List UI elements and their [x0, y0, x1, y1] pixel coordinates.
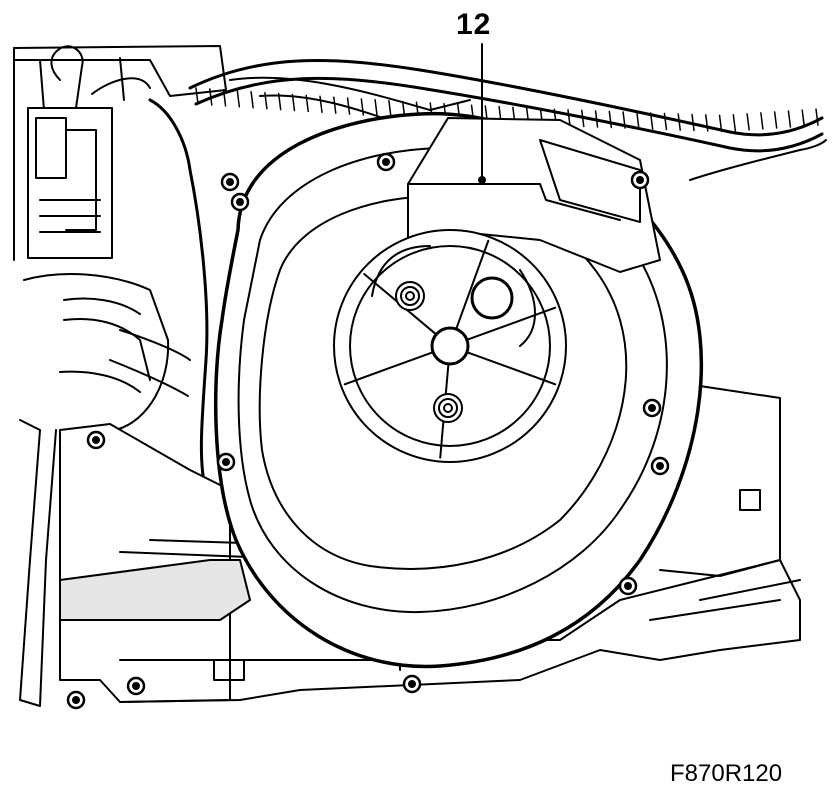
harness-rib: [608, 110, 613, 129]
harness-rib: [801, 109, 805, 127]
harness-rib: [333, 96, 337, 114]
electrical-connector: [27, 45, 151, 259]
callout-leader: [478, 43, 486, 184]
wiring-harness: [188, 59, 827, 181]
harness-rib: [222, 89, 227, 107]
harness-rib: [264, 91, 268, 110]
harness-rib: [305, 94, 309, 113]
screw-head: [132, 682, 140, 690]
harness-rib: [649, 112, 654, 130]
harness-rib: [594, 110, 599, 128]
harness-rib: [663, 112, 668, 131]
screw-head: [226, 178, 234, 186]
harness-rib: [705, 114, 709, 132]
harness-rib: [236, 90, 241, 108]
harness-rib: [250, 91, 254, 109]
fan-spoke: [465, 306, 557, 341]
harness-rib: [787, 110, 792, 128]
fan-spoke: [343, 351, 435, 386]
harness-rib: [209, 88, 213, 106]
screw-head: [236, 198, 244, 206]
harness-rib: [346, 97, 351, 115]
harness-rib: [319, 95, 323, 114]
harness-rib: [773, 111, 778, 129]
fan-wheel: [333, 229, 567, 463]
screw-head: [222, 458, 230, 466]
fan-spoke: [455, 239, 490, 331]
harness-rib: [760, 112, 764, 130]
screw-head: [624, 582, 632, 590]
harness-rib: [746, 113, 750, 131]
screw-head: [382, 158, 390, 166]
harness-rib: [195, 87, 199, 105]
harness-rib: [677, 113, 681, 131]
harness-rib: [388, 99, 392, 118]
harness-rib: [581, 109, 585, 128]
harness-rib: [567, 109, 571, 127]
screw-head: [648, 404, 656, 412]
screw-head: [636, 176, 644, 184]
harness-rib: [718, 114, 723, 133]
fixing-screws: [66, 152, 670, 710]
harness-rib: [622, 111, 626, 129]
harness-rib: [360, 98, 365, 116]
screw-head: [72, 696, 80, 704]
harness-rib: [374, 99, 378, 117]
harness-rib: [815, 108, 819, 126]
left-air-duct: [19, 98, 209, 707]
harness-rib: [732, 114, 737, 132]
screw-head: [656, 462, 664, 470]
harness-rib: [636, 111, 640, 130]
fan-spoke: [465, 351, 557, 386]
screw-head: [92, 436, 100, 444]
harness-rib: [277, 92, 282, 111]
harness-rib: [691, 113, 695, 132]
figure-reference-code: F870R120: [670, 760, 783, 787]
harness-rib: [291, 93, 296, 112]
screw-head: [408, 680, 416, 688]
callout-number-label: 12: [456, 8, 492, 41]
